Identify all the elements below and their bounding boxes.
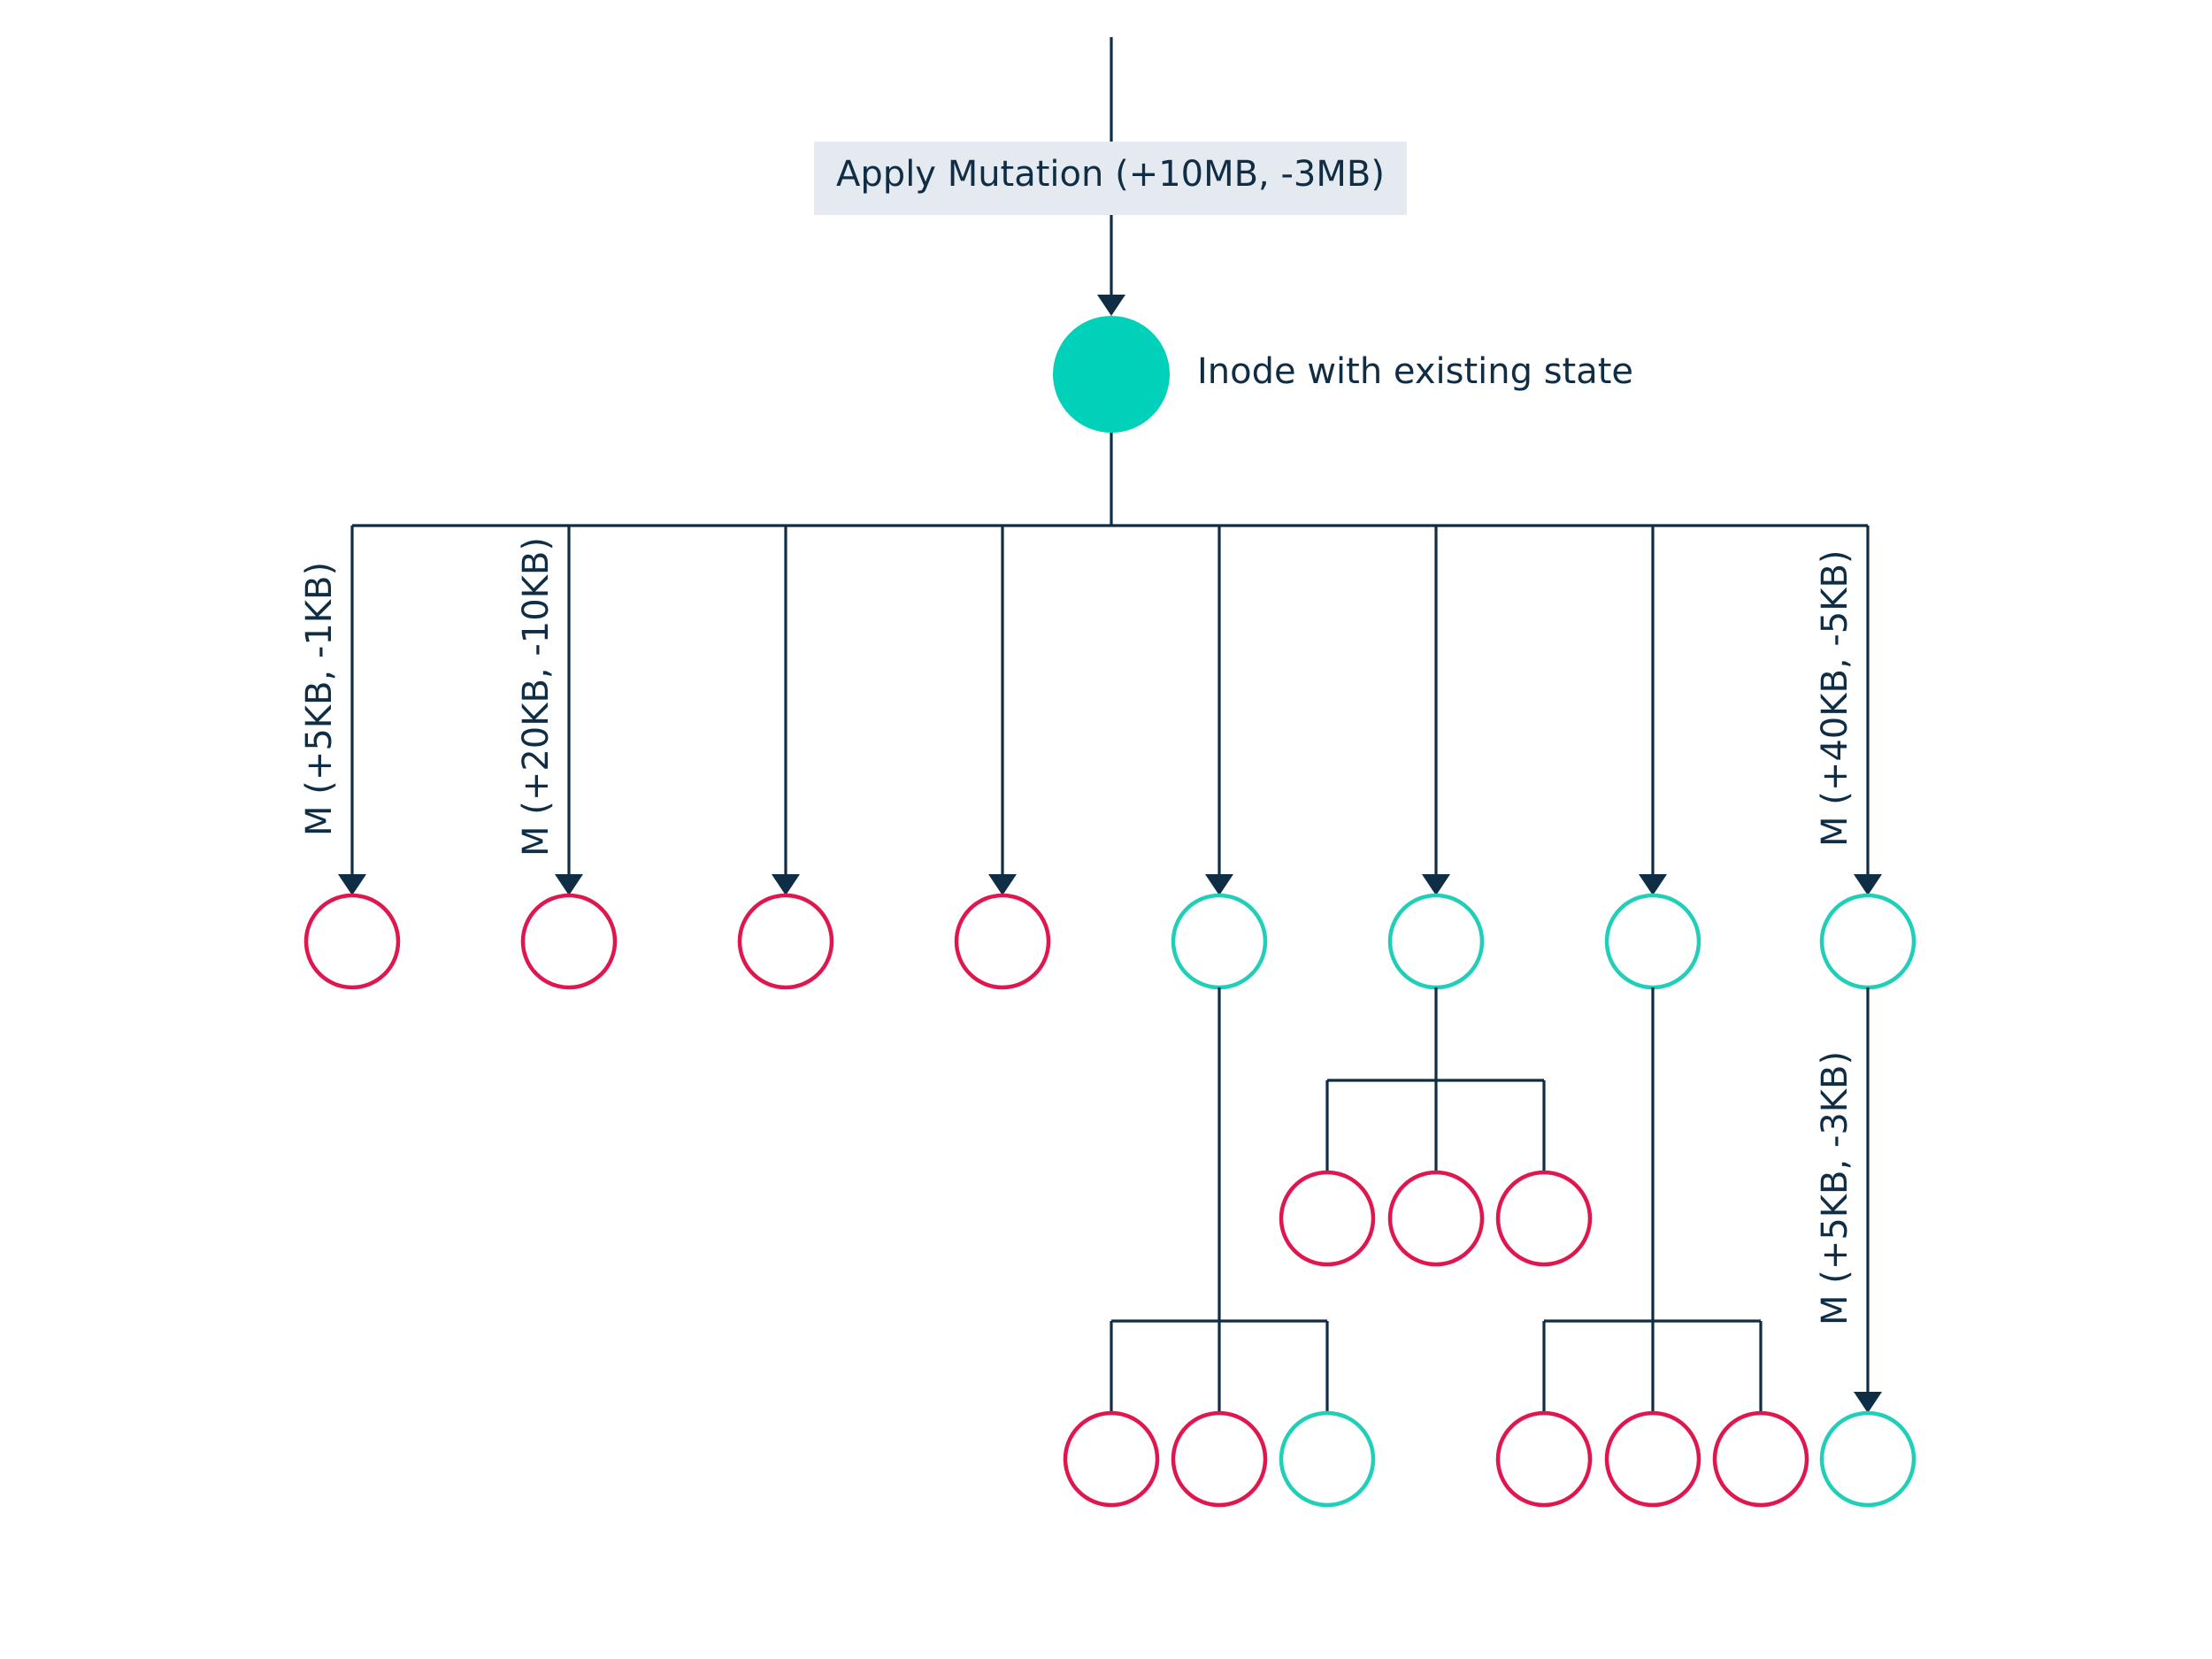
child-edges — [350, 526, 1870, 876]
edge-label-child-2: M (+20KB, -10KB) — [516, 537, 557, 856]
child-node-3 — [737, 893, 834, 990]
child-node-1 — [303, 893, 401, 990]
child-node-7 — [1604, 893, 1701, 990]
mutation-box — [814, 142, 1407, 215]
grandchild-7-2 — [1604, 1410, 1701, 1508]
edge-label-grandchild-8: M (+5KB, -3KB) — [1815, 1051, 1855, 1325]
child-node-6 — [1387, 893, 1485, 990]
child-5-subtree-edges — [1110, 987, 1329, 1413]
grandchild-5-2 — [1171, 1410, 1268, 1508]
root-inode-node — [1053, 316, 1170, 433]
grandchild-6-1 — [1279, 1170, 1376, 1267]
grandchild-7-3 — [1712, 1410, 1809, 1508]
root-node-label: Inode with existing state — [1197, 351, 1633, 392]
edge-label-child-8: M (+40KB, -5KB) — [1815, 549, 1855, 847]
grandchild-5-3 — [1279, 1410, 1376, 1508]
child-arrowheads — [338, 874, 1882, 895]
child-7-subtree-edges — [1542, 987, 1763, 1413]
grandchild-6-2 — [1387, 1170, 1485, 1267]
child-node-5 — [1171, 893, 1268, 990]
child-node-2 — [520, 893, 618, 990]
child-node-4 — [954, 893, 1051, 990]
grandchild-7-1 — [1495, 1410, 1593, 1508]
grandchild-6-3 — [1495, 1170, 1593, 1267]
grandchild-8-1 — [1819, 1410, 1916, 1508]
mutation-box-label: Apply Mutation (+10MB, -3MB) — [836, 154, 1385, 195]
child-node-8 — [1819, 893, 1916, 990]
child-6-subtree-edges — [1325, 987, 1546, 1172]
edge-label-child-1: M (+5KB, -1KB) — [299, 562, 340, 836]
root-arrowhead — [1097, 295, 1125, 316]
grandchild-8-arrowhead — [1854, 1392, 1882, 1413]
grandchild-5-1 — [1063, 1410, 1160, 1508]
